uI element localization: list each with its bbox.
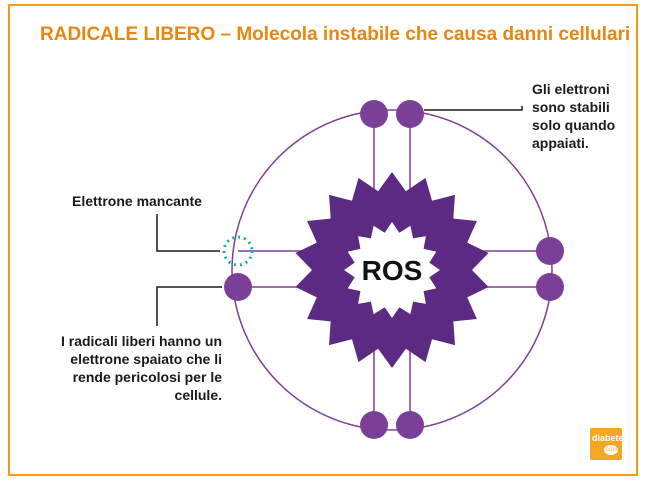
ros-label: ROS: [362, 255, 423, 286]
electron-left-unpaired: [224, 273, 252, 301]
callout-radicals: [156, 286, 222, 326]
electron-bottom-right: [396, 411, 424, 439]
label-missing-electron: Elettrone mancante: [72, 193, 202, 209]
label-stable-electrons: Gli elettroni sono stabili solo quando a…: [532, 81, 616, 151]
ros-core-burst: [344, 222, 440, 318]
logo-text: diabete: [592, 433, 622, 443]
callout-stable: [424, 106, 523, 111]
diabete-logo: diabete .com: [590, 428, 622, 460]
missing-electron-dotted: [222, 235, 254, 267]
logo-sub: .com: [604, 445, 618, 455]
page-title: RADICALE LIBERO – Molecola instabile che…: [40, 24, 631, 45]
electron-right-bottom: [536, 273, 564, 301]
electron-top-left: [360, 100, 388, 128]
electron-right-top: [536, 237, 564, 265]
callout-lines: [156, 106, 523, 326]
callout-missing: [156, 214, 220, 252]
electron-bottom-left: [360, 411, 388, 439]
electron-top-right: [396, 100, 424, 128]
label-free-radicals: I radicali liberi hanno un elettrone spa…: [60, 333, 222, 403]
orbit-circle: [231, 109, 553, 431]
